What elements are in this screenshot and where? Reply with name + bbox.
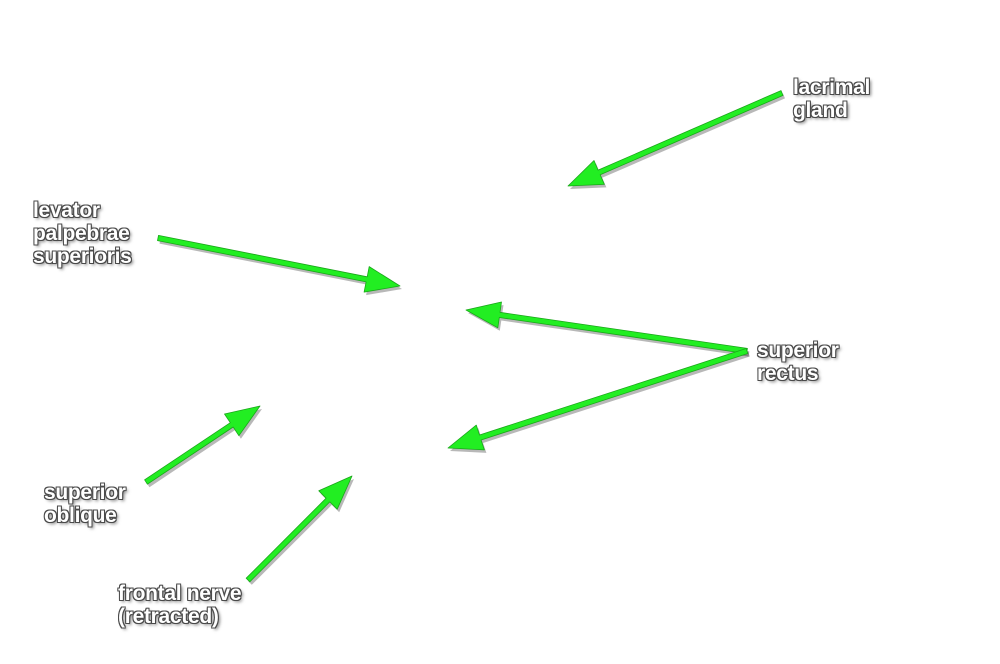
arrow-superior-oblique-body bbox=[144, 405, 261, 485]
label-superior-oblique: superior oblique bbox=[44, 481, 126, 527]
arrow-lacrimal-gland-body bbox=[567, 90, 784, 187]
label-frontal-nerve-line-2: (retracted) bbox=[118, 605, 219, 628]
arrow-superior-rectus-upper bbox=[465, 301, 750, 357]
label-lacrimal-gland-line-2: gland bbox=[793, 99, 848, 122]
label-frontal-nerve-line-1: frontal nerve bbox=[118, 582, 242, 605]
arrow-frontal-nerve-body bbox=[245, 475, 353, 583]
arrow-lacrimal-gland bbox=[567, 90, 785, 189]
label-lacrimal-gland: lacrimal gland bbox=[793, 76, 870, 122]
label-levator-palpebrae-superioris: levator palpebrae superioris bbox=[33, 199, 132, 268]
arrow-levator-palpebrae bbox=[157, 234, 402, 296]
label-superior-rectus-line-1: superior bbox=[757, 339, 839, 362]
label-levator-line-3: superioris bbox=[33, 245, 132, 268]
arrow-superior-oblique-shadow bbox=[146, 409, 262, 488]
arrow-superior-rectus-lower bbox=[447, 348, 750, 453]
label-levator-line-2: palpebrae bbox=[33, 222, 130, 245]
label-levator-line-1: levator bbox=[33, 199, 100, 222]
label-superior-rectus: superior rectus bbox=[757, 339, 839, 385]
arrow-frontal-nerve bbox=[245, 475, 354, 585]
label-superior-rectus-line-2: rectus bbox=[757, 362, 819, 385]
label-superior-oblique-line-2: oblique bbox=[44, 504, 117, 527]
label-frontal-nerve: frontal nerve (retracted) bbox=[118, 582, 242, 628]
label-superior-oblique-line-1: superior bbox=[44, 481, 126, 504]
arrow-superior-rectus-lower-body bbox=[447, 348, 749, 451]
arrow-levator-palpebrae-body bbox=[157, 234, 401, 293]
arrow-superior-oblique bbox=[144, 405, 262, 488]
label-lacrimal-gland-line-1: lacrimal bbox=[793, 76, 870, 99]
arrow-frontal-nerve-shadow bbox=[248, 479, 354, 585]
arrow-superior-rectus-upper-body bbox=[465, 301, 748, 355]
